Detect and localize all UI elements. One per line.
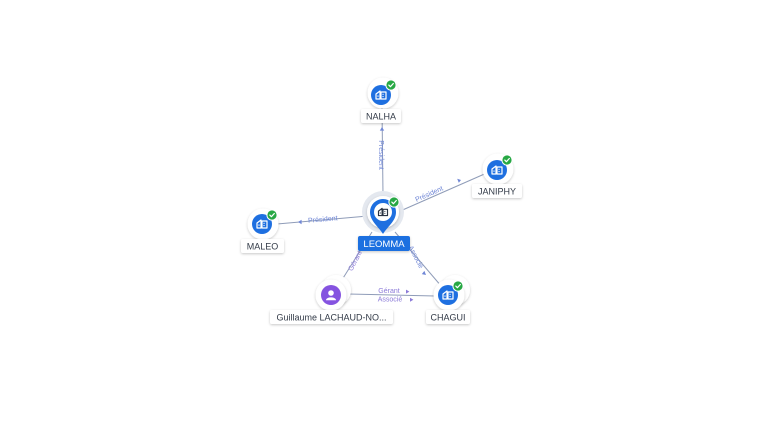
arrow-left-icon xyxy=(298,219,302,225)
edge-leomma-maleo[interactable]: Président xyxy=(276,215,369,225)
node-maleo[interactable]: MALEO xyxy=(241,208,284,254)
arrow-right-icon xyxy=(406,289,410,294)
node-janiphy[interactable]: JANIPHY xyxy=(472,153,522,199)
arrow-right-icon xyxy=(457,178,461,183)
node-person[interactable]: Guillaume LACHAUD-NO... xyxy=(270,275,393,324)
node-label: JANIPHY xyxy=(478,187,516,197)
arrow-down-icon xyxy=(421,270,426,275)
edge-label-gerant: Gérant xyxy=(378,288,399,295)
node-label: CHAGUI xyxy=(430,313,465,323)
edge-label-gerant: Gérant xyxy=(348,250,364,272)
edge-label-president: Président xyxy=(414,185,444,203)
active-badge-icon xyxy=(384,78,398,92)
edge-label-associe: Associé xyxy=(378,297,403,304)
node-nalha[interactable]: NALHA xyxy=(361,77,401,124)
person-icon xyxy=(326,290,336,301)
arrow-right-icon xyxy=(410,297,414,302)
node-chagui[interactable]: CHAGUI xyxy=(426,275,470,324)
active-badge-icon xyxy=(265,208,279,222)
edge-label-president: Président xyxy=(377,140,384,170)
edge-person-chagui[interactable]: Gérant Associé xyxy=(347,288,436,304)
active-badge-icon xyxy=(500,153,514,167)
building-icon xyxy=(377,207,389,217)
arrow-up-icon xyxy=(379,127,385,131)
active-badge-icon xyxy=(387,195,401,209)
edge-label-president: Président xyxy=(308,215,338,225)
node-leomma[interactable]: LEOMMA xyxy=(358,191,410,251)
node-label: MALEO xyxy=(247,242,279,252)
active-badge-icon xyxy=(451,279,465,293)
node-label: LEOMMA xyxy=(363,239,405,250)
node-label: Guillaume LACHAUD-NO... xyxy=(276,313,386,323)
node-label: NALHA xyxy=(366,112,396,122)
